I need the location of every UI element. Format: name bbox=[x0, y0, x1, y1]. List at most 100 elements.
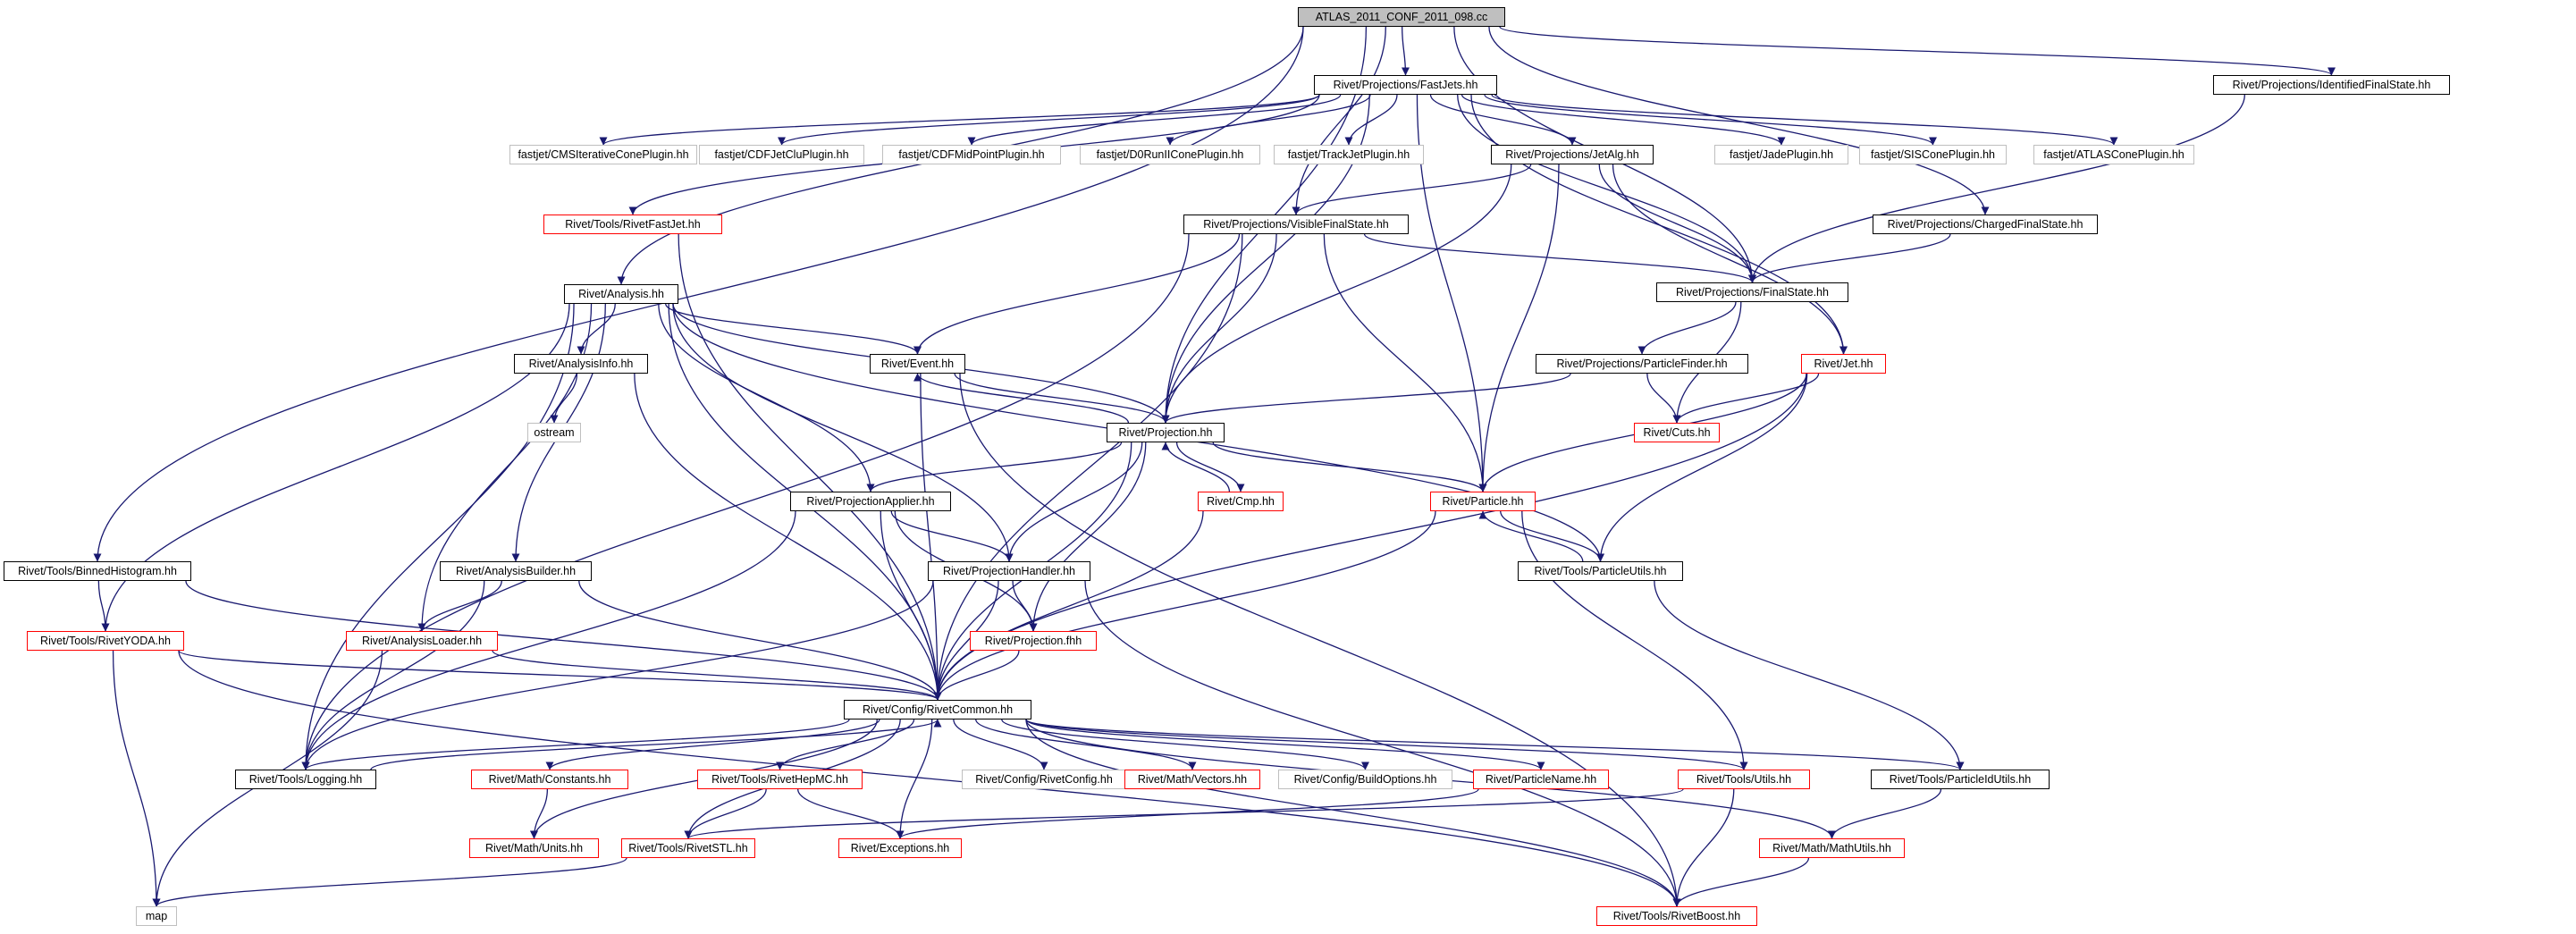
edge-chargedfs-to-finalstate bbox=[1748, 233, 1951, 283]
edge-fastjets-to-atlascone bbox=[1491, 94, 2118, 146]
edge-binnedhisto-to-rivetcommon bbox=[185, 580, 942, 701]
edge-fastjets-to-cms_iter bbox=[599, 94, 1320, 146]
node-math-utils[interactable]: Rivet/Math/MathUtils.hh bbox=[1759, 838, 1905, 858]
node-rivet-fastjet[interactable]: Rivet/Tools/RivetFastJet.hh bbox=[543, 215, 722, 234]
edge-fastjets-to-trackjet bbox=[1344, 94, 1398, 146]
node-identified-final-state[interactable]: Rivet/Projections/IdentifiedFinalState.h… bbox=[2213, 75, 2450, 95]
node-math-vectors[interactable]: Rivet/Math/Vectors.hh bbox=[1124, 770, 1260, 789]
node-logging[interactable]: Rivet/Tools/Logging.hh bbox=[235, 770, 376, 789]
node-rivet-yoda[interactable]: Rivet/Tools/RivetYODA.hh bbox=[27, 631, 184, 651]
edge-projection-to-projhandler bbox=[1005, 442, 1143, 562]
edge-fastjets-to-siscone bbox=[1484, 94, 1937, 146]
node-particle-utils[interactable]: Rivet/Tools/ParticleUtils.hh bbox=[1518, 561, 1683, 581]
edge-visiblefs-to-logging bbox=[301, 233, 1190, 770]
edge-constants-to-units bbox=[530, 788, 549, 839]
edge-fastjets-to-cdf_jetclu bbox=[778, 94, 1320, 146]
node-analysis-builder[interactable]: Rivet/AnalysisBuilder.hh bbox=[440, 561, 592, 581]
edge-projection-to-cmp bbox=[1175, 442, 1245, 492]
edge-particleidutils-to-mathutils bbox=[1828, 788, 1942, 839]
node-trackjet-plugin[interactable]: fastjet/TrackJetPlugin.hh bbox=[1274, 145, 1424, 164]
node-projection-applier[interactable]: Rivet/ProjectionApplier.hh bbox=[790, 492, 951, 511]
edge-fastjets-to-jet bbox=[1470, 94, 1848, 355]
node-analysis-loader[interactable]: Rivet/AnalysisLoader.hh bbox=[346, 631, 498, 651]
node-jade-plugin[interactable]: fastjet/JadePlugin.hh bbox=[1714, 145, 1848, 164]
edge-visiblefs-to-event bbox=[913, 233, 1241, 355]
edge-rivetcommon-to-particleidutils bbox=[1025, 719, 1965, 770]
edge-fastjets-to-d0run2 bbox=[1166, 94, 1371, 146]
node-atlas-cone-plugin[interactable]: fastjet/ATLASConePlugin.hh bbox=[2033, 145, 2194, 164]
edge-atlas-to-identfs bbox=[1499, 26, 2336, 76]
node-cdf-midpoint-plugin[interactable]: fastjet/CDFMidPointPlugin.hh bbox=[882, 145, 1061, 164]
edge-cmp-to-projection bbox=[1161, 442, 1231, 492]
edge-finalstate-to-particlefinder bbox=[1637, 301, 1737, 355]
node-binned-histogram[interactable]: Rivet/Tools/BinnedHistogram.hh bbox=[4, 561, 191, 581]
node-math-units[interactable]: Rivet/Math/Units.hh bbox=[469, 838, 599, 858]
node-projection-handler[interactable]: Rivet/ProjectionHandler.hh bbox=[928, 561, 1090, 581]
node-rivet-config[interactable]: Rivet/Config/RivetConfig.hh bbox=[962, 770, 1126, 789]
edge-rivethepmc-to-exceptions bbox=[797, 788, 905, 839]
node-particle[interactable]: Rivet/Particle.hh bbox=[1430, 492, 1536, 511]
node-cms-iterative-cone-plugin[interactable]: fastjet/CMSIterativeConePlugin.hh bbox=[509, 145, 697, 164]
edge-analysisinfo-to-ostream bbox=[550, 373, 578, 424]
node-fastjets[interactable]: Rivet/Projections/FastJets.hh bbox=[1314, 75, 1497, 95]
node-utils[interactable]: Rivet/Tools/Utils.hh bbox=[1678, 770, 1810, 789]
node-final-state[interactable]: Rivet/Projections/FinalState.hh bbox=[1656, 282, 1848, 302]
edge-analysis-to-logging bbox=[301, 303, 575, 770]
node-analysis[interactable]: Rivet/Analysis.hh bbox=[564, 284, 678, 304]
node-rivet-boost[interactable]: Rivet/Tools/RivetBoost.hh bbox=[1596, 906, 1757, 926]
edge-projection-to-projapplier bbox=[866, 442, 1123, 492]
node-exceptions[interactable]: Rivet/Exceptions.hh bbox=[838, 838, 962, 858]
edge-analysis-to-event bbox=[665, 303, 922, 355]
node-visible-final-state[interactable]: Rivet/Projections/VisibleFinalState.hh bbox=[1183, 215, 1409, 234]
edge-analysisloader-to-rivetcommon bbox=[492, 650, 942, 701]
edge-analysisinfo-to-rivetcommon bbox=[634, 373, 942, 701]
node-projection-fhh[interactable]: Rivet/Projection.fhh bbox=[970, 631, 1097, 651]
node-projection[interactable]: Rivet/Projection.hh bbox=[1107, 423, 1225, 442]
node-rivet-common[interactable]: Rivet/Config/RivetCommon.hh bbox=[844, 700, 1031, 719]
edge-jet-to-cuts bbox=[1672, 373, 1820, 424]
edge-rivetcommon-to-logging bbox=[301, 719, 850, 770]
node-jetalg[interactable]: Rivet/Projections/JetAlg.hh bbox=[1491, 145, 1654, 164]
edge-jetalg-to-particle bbox=[1478, 164, 1560, 492]
node-d0-run2-cone-plugin[interactable]: fastjet/D0RunIIConePlugin.hh bbox=[1080, 145, 1260, 164]
edge-particleutils-to-particle bbox=[1478, 510, 1584, 562]
node-siscone-plugin[interactable]: fastjet/SISConePlugin.hh bbox=[1859, 145, 2007, 164]
edge-projhandler-to-logging bbox=[301, 580, 934, 770]
edge-projfhh-to-rivetcommon bbox=[933, 650, 1020, 701]
node-charged-final-state[interactable]: Rivet/Projections/ChargedFinalState.hh bbox=[1873, 215, 2098, 234]
edge-particlefinder-to-projection bbox=[1161, 373, 1571, 424]
edge-fastjets-to-cdf_midpoint bbox=[967, 94, 1342, 146]
edge-rivetcommon-to-exceptions bbox=[896, 719, 933, 839]
node-ostream[interactable]: ostream bbox=[527, 423, 581, 442]
edge-rivetyoda-to-map bbox=[112, 650, 161, 907]
node-analysis-info[interactable]: Rivet/AnalysisInfo.hh bbox=[514, 354, 648, 374]
node-cdf-jetclu-plugin[interactable]: fastjet/CDFJetCluPlugin.hh bbox=[699, 145, 864, 164]
edge-atlas-to-visiblefs bbox=[1292, 26, 1386, 215]
node-math-constants[interactable]: Rivet/Math/Constants.hh bbox=[471, 770, 628, 789]
node-atlas-2011-conf-2011-098[interactable]: ATLAS_2011_CONF_2011_098.cc bbox=[1298, 7, 1505, 27]
node-rivet-stl[interactable]: Rivet/Tools/RivetSTL.hh bbox=[621, 838, 755, 858]
node-particle-id-utils[interactable]: Rivet/Tools/ParticleIdUtils.hh bbox=[1871, 770, 2050, 789]
edge-analysisbuilder-to-logging bbox=[301, 580, 485, 770]
node-map[interactable]: map bbox=[136, 906, 177, 926]
node-jet[interactable]: Rivet/Jet.hh bbox=[1801, 354, 1886, 374]
node-build-options[interactable]: Rivet/Config/BuildOptions.hh bbox=[1278, 770, 1452, 789]
edge-rivetstl-to-map bbox=[152, 857, 627, 907]
node-event[interactable]: Rivet/Event.hh bbox=[870, 354, 965, 374]
edge-jet-to-particleutils bbox=[1596, 373, 1808, 562]
node-particle-finder[interactable]: Rivet/Projections/ParticleFinder.hh bbox=[1536, 354, 1748, 374]
edge-rivetfastjet-to-rivetcommon bbox=[678, 233, 942, 701]
edge-rivetcommon-to-particlename bbox=[1025, 719, 1545, 770]
edge-analysis-to-analysisloader bbox=[417, 303, 593, 632]
edge-analysisbuilder-to-rivetcommon bbox=[578, 580, 942, 701]
node-particle-name[interactable]: Rivet/ParticleName.hh bbox=[1473, 770, 1609, 789]
edge-rivetcommon-to-constants bbox=[545, 719, 880, 770]
edge-visiblefs-to-projection bbox=[1161, 233, 1277, 424]
node-cmp[interactable]: Rivet/Cmp.hh bbox=[1198, 492, 1284, 511]
node-cuts[interactable]: Rivet/Cuts.hh bbox=[1634, 423, 1720, 442]
edge-analysis-to-projapplier bbox=[658, 303, 875, 492]
edge-visiblefs-to-particle bbox=[1323, 233, 1487, 492]
edge-cmp-to-rivetcommon bbox=[933, 510, 1204, 701]
node-rivet-hepmc[interactable]: Rivet/Tools/RivetHepMC.hh bbox=[697, 770, 863, 789]
